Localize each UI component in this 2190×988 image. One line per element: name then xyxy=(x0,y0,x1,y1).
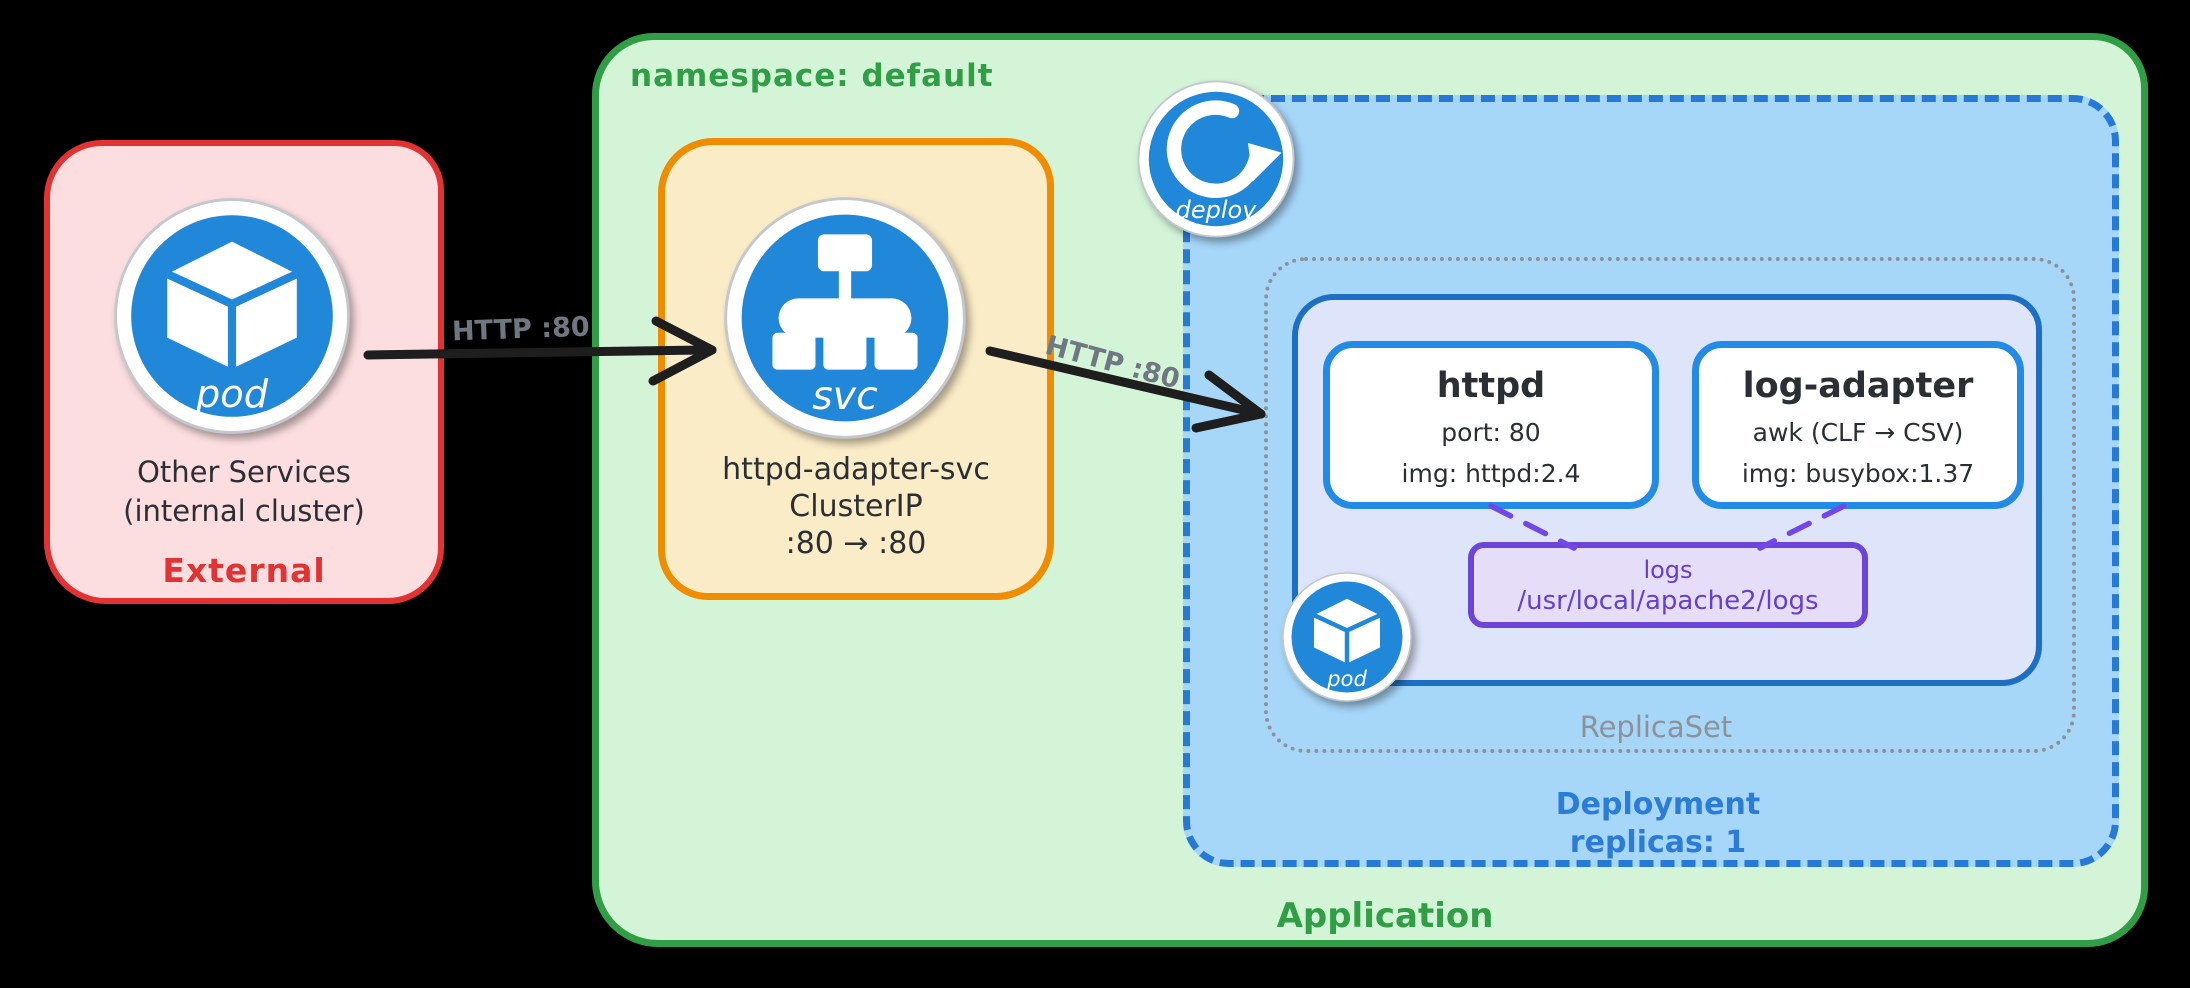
replicaset-box xyxy=(1264,257,2076,753)
service-type: ClusterIP xyxy=(789,489,923,524)
logs-volume-name: logs xyxy=(1643,556,1693,584)
container-log-adapter-name: log-adapter xyxy=(1742,366,1974,406)
container-log-adapter: log-adapter awk (CLF → CSV) img: busybox… xyxy=(1692,341,2024,509)
replicaset-label: ReplicaSet xyxy=(1579,710,1733,744)
svc-icon: svc xyxy=(724,197,966,439)
deploy-icon-label: deploy xyxy=(1176,196,1258,224)
logs-volume-box: logs /usr/local/apache2/logs xyxy=(1468,542,1868,628)
container-httpd-name: httpd xyxy=(1436,366,1546,406)
container-httpd-port: port: 80 xyxy=(1441,418,1541,447)
service-name: httpd-adapter-svc xyxy=(722,452,990,487)
namespace-label: namespace: default xyxy=(630,58,994,94)
external-services-line2: (internal cluster) xyxy=(123,494,365,528)
external-services-line1: Other Services xyxy=(137,455,351,489)
container-httpd: httpd port: 80 img: httpd:2.4 xyxy=(1323,341,1659,509)
pod-icon-label: pod xyxy=(195,372,269,417)
container-httpd-image: img: httpd:2.4 xyxy=(1401,459,1581,488)
application-label: Application xyxy=(1276,896,1494,936)
pod-badge-label: pod xyxy=(1326,666,1367,691)
deployment-label-title: Deployment xyxy=(1555,787,1761,822)
logs-volume-path: /usr/local/apache2/logs xyxy=(1517,586,1819,616)
pod-badge-icon: pod xyxy=(1282,572,1412,702)
deploy-icon: deploy xyxy=(1137,80,1295,238)
container-log-adapter-func: awk (CLF → CSV) xyxy=(1752,418,1964,447)
external-label: External xyxy=(162,551,326,590)
arrow-label-pod-to-svc: HTTP :80 xyxy=(451,311,591,348)
svc-icon-label: svc xyxy=(812,373,878,419)
service-ports: :80 → :80 xyxy=(785,526,927,561)
deployment-replicas: replicas: 1 xyxy=(1569,825,1747,860)
pod-icon: pod xyxy=(114,198,350,434)
service-text: httpd-adapter-svc ClusterIP :80 → :80 xyxy=(658,451,1054,562)
external-services-text: Other Services (internal cluster) xyxy=(44,453,444,531)
container-log-adapter-image: img: busybox:1.37 xyxy=(1741,459,1975,488)
deployment-label: Deployment replicas: 1 xyxy=(1508,786,1808,862)
